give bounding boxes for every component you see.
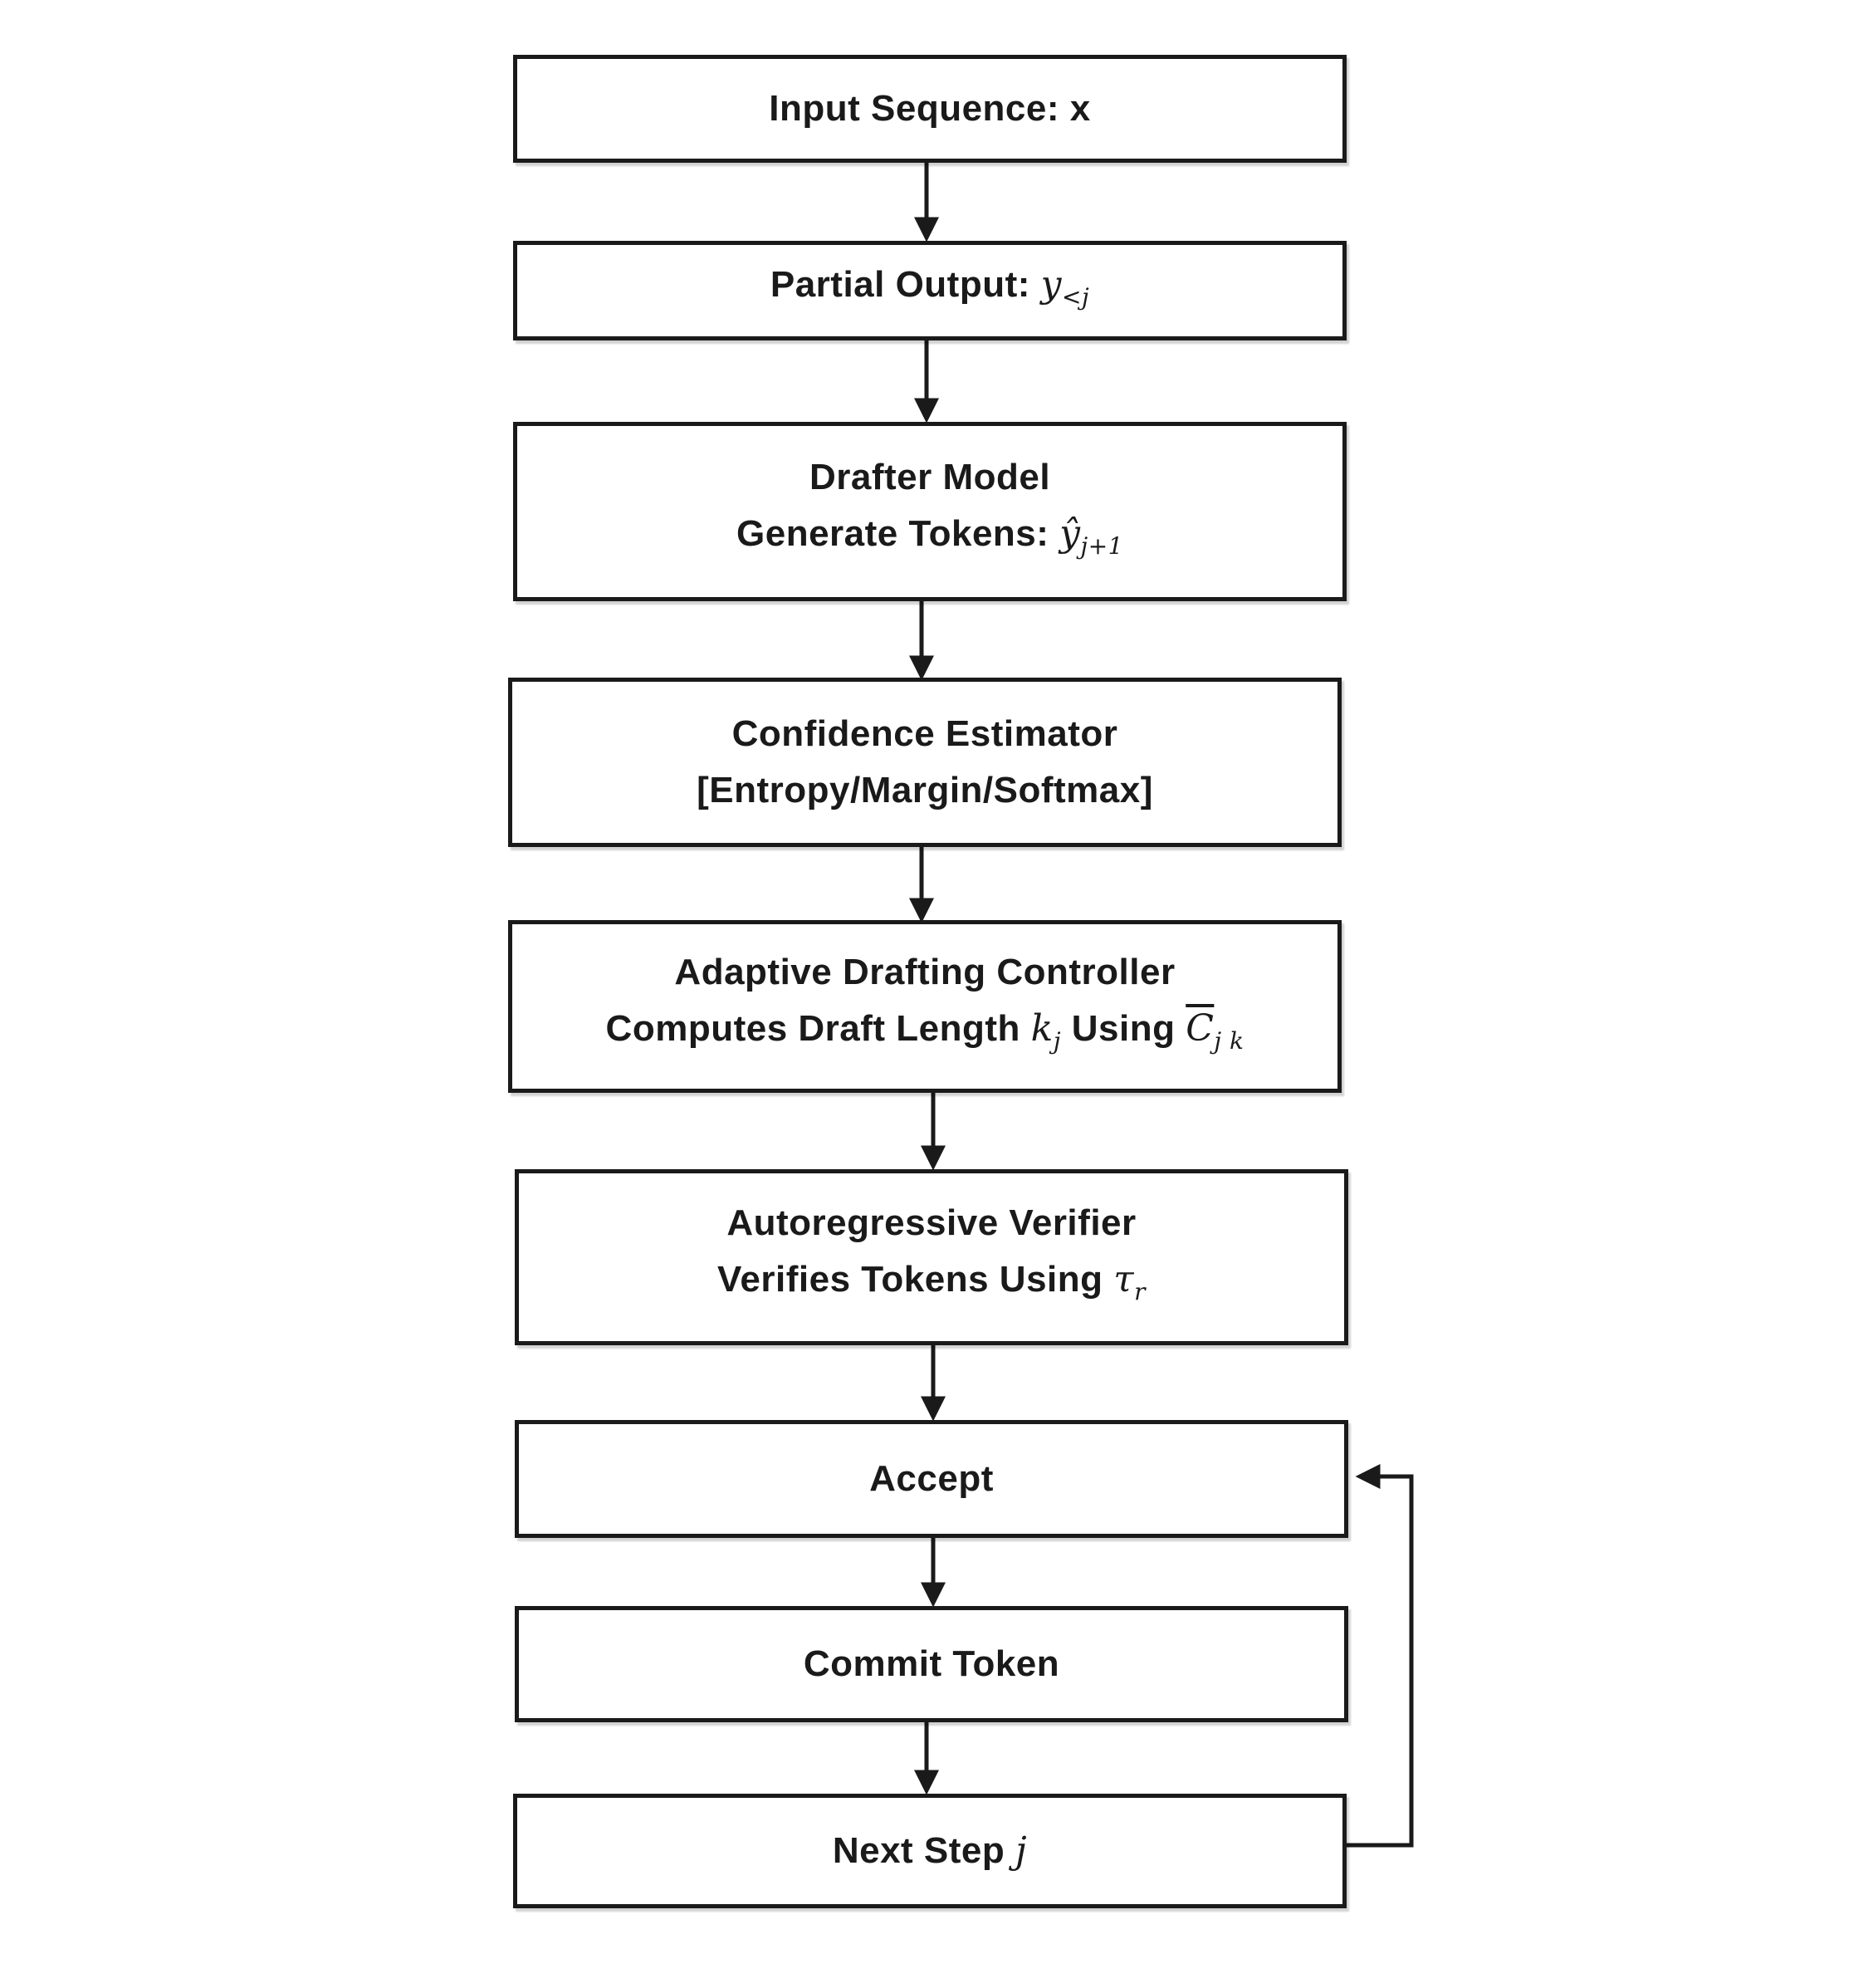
drafter-model-title: Drafter Model bbox=[809, 456, 1051, 497]
commit-token-label: Commit Token bbox=[803, 1643, 1060, 1684]
drafting-controller-prefix: Computes Draft Length bbox=[605, 1007, 1031, 1049]
verifier-prefix: Verifies Tokens Using bbox=[717, 1258, 1114, 1300]
next-step-label: Next Step j bbox=[833, 1823, 1027, 1879]
commit-token-box: Commit Token bbox=[515, 1606, 1348, 1722]
drafter-model-box: Drafter Model Generate Tokens: ŷj+1 bbox=[513, 422, 1347, 601]
draft-length-subscript: j bbox=[1053, 1026, 1062, 1055]
drafting-controller-mid: Using bbox=[1061, 1007, 1186, 1049]
next-step-prefix: Next Step bbox=[832, 1830, 1015, 1871]
drafter-model-symbol: ŷ bbox=[1059, 512, 1081, 555]
partial-output-subscript: <j bbox=[1061, 282, 1090, 311]
input-sequence-label: Input Sequence: x bbox=[769, 88, 1091, 129]
partial-output-prefix: Partial Output: bbox=[770, 263, 1041, 305]
next-step-symbol: j bbox=[1015, 1829, 1028, 1872]
confidence-estimator-title: Confidence Estimator bbox=[731, 713, 1118, 754]
drafting-controller-detail: Computes Draft Length kj Using Cj k bbox=[606, 1001, 1245, 1070]
partial-output-label: Partial Output: y<j bbox=[770, 257, 1089, 326]
input-sequence-box: Input Sequence: x bbox=[513, 55, 1347, 163]
draft-length-symbol: k bbox=[1030, 1006, 1054, 1050]
loop-arrow-next-to-accept bbox=[1345, 1464, 1414, 1848]
verifier-detail: Verifies Tokens Using τr bbox=[717, 1251, 1146, 1320]
drafter-model-prefix: Generate Tokens: bbox=[736, 512, 1060, 554]
confidence-estimator-box: Confidence Estimator [Entropy/Margin/Sof… bbox=[508, 678, 1342, 847]
confidence-estimator-detail: [Entropy/Margin/Softmax] bbox=[697, 770, 1153, 810]
verifier-subscript: r bbox=[1134, 1277, 1146, 1305]
partial-output-box: Partial Output: y<j bbox=[513, 241, 1347, 340]
partial-output-symbol: y bbox=[1040, 262, 1062, 306]
confidence-symbol: C bbox=[1186, 1006, 1215, 1050]
accept-label: Accept bbox=[869, 1458, 994, 1499]
verifier-box: Autoregressive Verifier Verifies Tokens … bbox=[515, 1169, 1348, 1345]
verifier-title: Autoregressive Verifier bbox=[726, 1202, 1137, 1243]
drafting-controller-title: Adaptive Drafting Controller bbox=[674, 951, 1176, 992]
drafter-model-detail: Generate Tokens: ŷj+1 bbox=[736, 506, 1123, 575]
verifier-symbol: τ bbox=[1113, 1257, 1135, 1300]
accept-box: Accept bbox=[515, 1420, 1348, 1538]
drafter-model-subscript: j+1 bbox=[1080, 531, 1123, 560]
confidence-subscript: j k bbox=[1214, 1026, 1245, 1055]
next-step-box: Next Step j bbox=[513, 1794, 1347, 1908]
drafting-controller-box: Adaptive Drafting Controller Computes Dr… bbox=[508, 920, 1342, 1093]
